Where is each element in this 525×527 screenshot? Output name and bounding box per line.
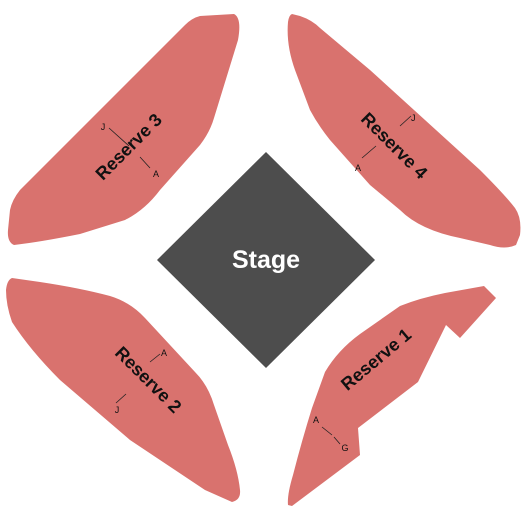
reserve-2-shape[interactable] — [6, 278, 241, 502]
reserve-3-row-line-a — [139, 156, 151, 169]
section-reserve-4[interactable]: J A Reserve 4 — [287, 14, 521, 248]
stage-shape — [157, 152, 375, 368]
reserve-4-shape[interactable] — [287, 14, 521, 248]
reserve-1-row-g: G — [341, 443, 348, 453]
reserve-3-shape[interactable] — [7, 14, 240, 245]
reserve-2-row-j: J — [115, 405, 120, 415]
reserve-2-row-a: A — [161, 348, 167, 358]
section-reserve-3[interactable]: J A Reserve 3 — [7, 14, 240, 245]
reserve-2-row-line-a — [149, 353, 161, 363]
stage: Stage — [157, 152, 375, 368]
reserve-4-row-j: J — [411, 113, 416, 123]
section-reserve-2[interactable]: A J Reserve 2 — [6, 278, 241, 502]
reserve-3-row-j: J — [101, 122, 106, 132]
reserve-1-shape[interactable] — [287, 286, 496, 506]
reserve-3-row-line-j — [108, 127, 130, 147]
reserve-4-row-line-a — [361, 145, 377, 159]
reserve-2-row-line-j — [115, 393, 127, 404]
reserve-1-row-line-a — [321, 426, 333, 436]
reserve-1-row-line-g — [333, 436, 341, 445]
reserve-3-row-a: A — [153, 169, 159, 179]
reserve-4-row-line-j — [399, 115, 412, 127]
reserve-4-row-a: A — [355, 163, 361, 173]
section-reserve-1[interactable]: A G Reserve 1 — [287, 286, 496, 506]
reserve-1-row-a: A — [313, 415, 319, 425]
stage-label: Stage — [232, 246, 300, 274]
